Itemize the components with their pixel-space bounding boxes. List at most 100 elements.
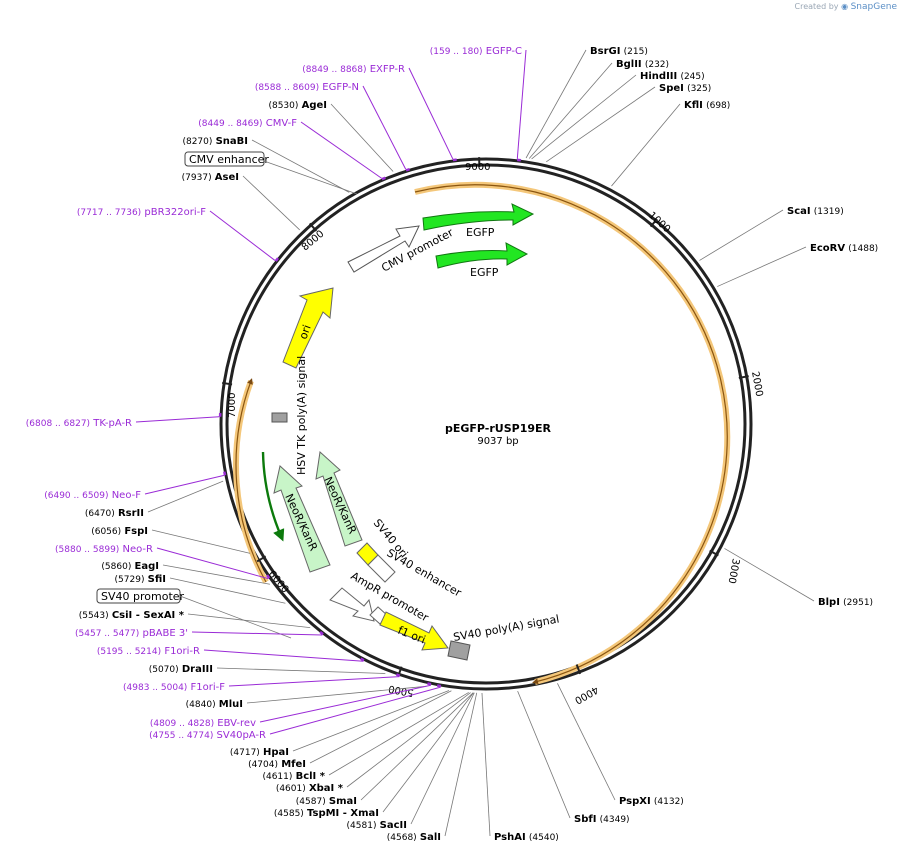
primer-binding-mark xyxy=(381,176,386,181)
enzyme-leader xyxy=(162,564,271,585)
cmv-promoter-arrow xyxy=(347,225,420,273)
enzyme-label: (4568) SalI xyxy=(387,832,441,843)
primer-name: F1ori-F xyxy=(191,682,226,693)
enzyme-name: HpaI xyxy=(263,747,289,758)
egfp-arrow-1 xyxy=(422,203,535,231)
hsv-tk-polya-box xyxy=(271,412,288,423)
feature-highlight-arcs xyxy=(233,181,731,685)
primer-binding-mark xyxy=(360,657,365,662)
primer-leader xyxy=(203,649,364,662)
primer-leader xyxy=(135,416,220,423)
ampr-promoter-arrow xyxy=(329,587,375,622)
egfp-label-2: EGFP xyxy=(470,266,499,279)
tick-label: 7000 xyxy=(227,393,238,418)
enzyme-position: (4540) xyxy=(529,833,559,843)
enzyme-label: (7937) AseI xyxy=(182,172,239,183)
sv40-promoter-label: SV40 promoter xyxy=(101,590,185,603)
enzyme-label: KflI (698) xyxy=(684,100,730,111)
enzyme-leader xyxy=(699,209,784,261)
enzyme-name: AgeI xyxy=(302,100,327,111)
tick-label: 5000 xyxy=(388,683,415,698)
snapgene-brand: SnapGene xyxy=(850,2,897,12)
enzyme-position: (5729) xyxy=(115,575,145,585)
enzyme-leader xyxy=(246,685,427,704)
primer-leader xyxy=(362,85,407,170)
enzyme-leader xyxy=(360,692,474,801)
egfp-arrow-2 xyxy=(435,242,529,269)
primer-range: (4983 .. 5004) xyxy=(123,683,187,693)
enzyme-position: (232) xyxy=(645,60,669,70)
enzyme-label: (4585) TspMI - XmaI xyxy=(274,808,379,819)
primer-name: TK-pA-R xyxy=(92,418,132,429)
enzyme-position: (4611) xyxy=(262,772,292,782)
primer-label: (6490 .. 6509) Neo-F xyxy=(44,490,141,501)
enzyme-leader xyxy=(557,683,616,801)
enzyme-label: (8530) AgeI xyxy=(268,100,327,111)
enzyme-leader xyxy=(147,480,224,513)
tick-mark xyxy=(738,375,749,379)
primer-label: (8449 .. 8469) CMV-F xyxy=(198,118,297,129)
site-labels: BsrGI (215)BglII (232)HindIII (245)SpeI … xyxy=(26,46,878,843)
enzyme-leader xyxy=(346,692,471,788)
primer-label: (159 .. 180) EGFP-C xyxy=(430,46,522,57)
tick-mark xyxy=(575,664,582,675)
enzyme-position: (4581) xyxy=(347,821,377,831)
primer-leader xyxy=(408,67,454,160)
snapgene-credit: Created by ◉ SnapGene xyxy=(795,2,898,12)
primer-range: (6490 .. 6509) xyxy=(44,491,108,501)
primer-leader xyxy=(228,676,400,687)
enzyme-position: (4132) xyxy=(654,797,684,807)
enzyme-position: (4587) xyxy=(296,797,326,807)
snapgene-logo-icon: ◉ xyxy=(841,2,849,11)
enzyme-position: (2951) xyxy=(843,598,873,608)
enzyme-name: PspXI xyxy=(619,796,651,807)
primer-binding-mark xyxy=(223,471,227,476)
enzyme-label: HindIII (245) xyxy=(640,71,705,82)
enzyme-name: ScaI xyxy=(787,206,811,217)
backbone xyxy=(219,157,753,691)
boxed-labels: CMV enhancer SV40 promoter xyxy=(96,151,358,639)
enzyme-leader xyxy=(717,246,807,287)
enzyme-label: PspXI (4132) xyxy=(619,796,684,807)
enzyme-position: (325) xyxy=(687,84,711,94)
primer-name: EGFP-C xyxy=(486,46,522,57)
primer-range: (4809 .. 4828) xyxy=(150,719,214,729)
enzyme-position: (6056) xyxy=(91,527,121,537)
sv40-promoter-leader xyxy=(179,595,292,639)
primer-leader xyxy=(191,631,323,636)
neor-kanr-arrow-outer xyxy=(273,465,331,573)
enzyme-label: (4840) MluI xyxy=(186,699,243,710)
tick-label: 2000 xyxy=(749,371,764,398)
enzyme-label: BglII (232) xyxy=(616,59,669,70)
enzyme-name: HindIII xyxy=(640,71,677,82)
sv40-polya-label: SV40 poly(A) signal xyxy=(452,612,560,643)
enzyme-position: (4568) xyxy=(387,833,417,843)
hsv-tk-polya-label: HSV TK poly(A) signal xyxy=(295,356,308,475)
enzyme-leader xyxy=(330,103,394,172)
tick-mark xyxy=(222,381,233,386)
primer-range: (5195 .. 5214) xyxy=(97,647,161,657)
enzyme-name: XbaI * xyxy=(309,783,344,794)
primer-range: (8849 .. 8868) xyxy=(302,65,366,75)
primer-range: (7717 .. 7736) xyxy=(77,208,141,218)
enzyme-label: (5070) DraIII xyxy=(149,664,213,675)
enzyme-name: AseI xyxy=(215,172,239,183)
primer-label: (5195 .. 5214) F1ori-R xyxy=(97,646,200,657)
primer-range: (6808 .. 6827) xyxy=(26,419,90,429)
enzyme-label: (4717) HpaI xyxy=(230,747,289,758)
enzyme-name: BglII xyxy=(616,59,642,70)
enzyme-position: (4601) xyxy=(276,784,306,794)
primer-name: Neo-R xyxy=(123,544,154,555)
enzyme-label: SbfI (4349) xyxy=(574,814,630,825)
tick-mark xyxy=(709,549,719,557)
primer-label: (4755 .. 4774) SV40pA-R xyxy=(149,730,266,741)
enzyme-position: (5070) xyxy=(149,665,179,675)
primer-leader xyxy=(516,49,527,159)
enzyme-position: (4704) xyxy=(248,760,278,770)
primer-leader xyxy=(156,547,269,580)
primer-binding-mark xyxy=(436,684,442,688)
enzyme-label: BsrGI (215) xyxy=(590,46,648,57)
enzyme-name: SalI xyxy=(420,832,441,843)
primer-name: EBV-rev xyxy=(217,718,256,729)
primer-binding-mark xyxy=(395,673,401,677)
